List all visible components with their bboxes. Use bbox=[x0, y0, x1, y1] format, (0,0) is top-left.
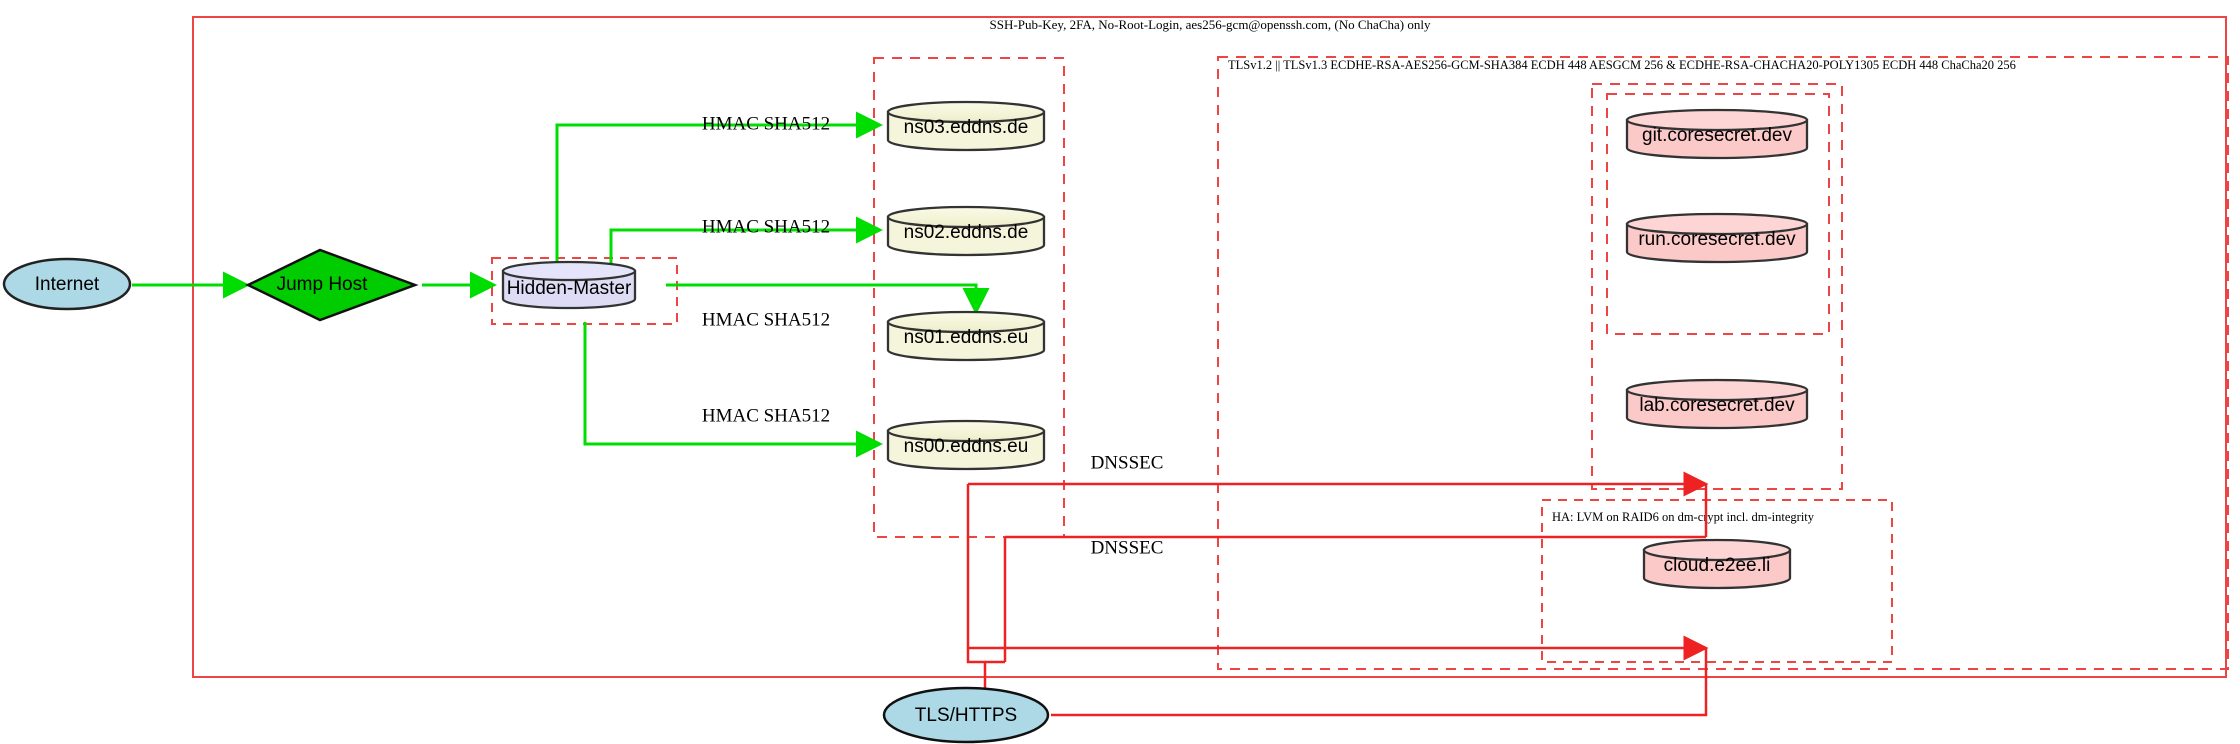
node-hidden-master-label: Hidden-Master bbox=[507, 278, 632, 299]
node-ns01[interactable]: ns01.eddns.eu bbox=[886, 310, 1046, 362]
edge-hiddenmaster-ns01 bbox=[666, 283, 990, 315]
node-lab-coresecret-label: lab.coresecret.dev bbox=[1639, 395, 1795, 416]
node-ns03-label: ns03.eddns.de bbox=[904, 117, 1029, 138]
edge-label-dnssec-upper: DNSSEC bbox=[1091, 452, 1164, 473]
ssh-zone-boundary bbox=[192, 16, 2227, 678]
edge-tlshttps-right bbox=[1051, 648, 1708, 717]
ssh-zone-label: SSH-Pub-Key, 2FA, No-Root-Login, aes256-… bbox=[990, 17, 1431, 32]
node-ns02[interactable]: ns02.eddns.de bbox=[886, 205, 1046, 257]
edge-label-dnssec-lower: DNSSEC bbox=[1091, 537, 1164, 558]
node-run-coresecret[interactable]: run.coresecret.dev bbox=[1625, 212, 1809, 264]
edge-label-hmac-ns01: HMAC SHA512 bbox=[702, 309, 830, 330]
node-git-coresecret[interactable]: git.coresecret.dev bbox=[1625, 108, 1809, 160]
node-cloud-e2ee[interactable]: cloud.e2ee.li bbox=[1642, 538, 1792, 590]
ha-zone-label: HA: LVM on RAID6 on dm-crypt incl. dm-in… bbox=[1552, 510, 1815, 524]
node-hidden-master[interactable]: Hidden-Master bbox=[501, 260, 637, 310]
edge-hiddenmaster-ns03 bbox=[555, 111, 883, 268]
edge-dnssec-upper bbox=[966, 484, 1005, 664]
node-ns02-label: ns02.eddns.de bbox=[904, 222, 1029, 243]
node-internet-label: Internet bbox=[35, 274, 100, 295]
node-ns00[interactable]: ns00.eddns.eu bbox=[886, 419, 1046, 471]
coresecret-group-boundary bbox=[1591, 83, 1843, 490]
node-cloud-e2ee-label: cloud.e2ee.li bbox=[1664, 555, 1771, 576]
edge-hiddenmaster-ns02 bbox=[609, 216, 883, 268]
node-tls-https[interactable]: TLS/HTTPS bbox=[882, 686, 1050, 744]
node-internet[interactable]: Internet bbox=[2, 257, 132, 311]
node-jump-host-label: Jump Host bbox=[277, 274, 369, 295]
node-jump-host[interactable]: Jump Host bbox=[245, 248, 419, 322]
node-lab-coresecret[interactable]: lab.coresecret.dev bbox=[1625, 378, 1809, 430]
edge-label-hmac-ns02: HMAC SHA512 bbox=[702, 216, 830, 237]
tls-zone-label: TLSv1.2 || TLSv1.3 ECDHE-RSA-AES256-GCM-… bbox=[1228, 58, 2016, 72]
node-ns00-label: ns00.eddns.eu bbox=[904, 436, 1029, 457]
edge-label-hmac-ns03: HMAC SHA512 bbox=[702, 113, 830, 134]
node-tls-https-label: TLS/HTTPS bbox=[915, 705, 1017, 726]
coresecret-inner-group-boundary bbox=[1606, 93, 1830, 335]
tls-zone-boundary bbox=[1217, 56, 2229, 670]
edge-label-hmac-ns00: HMAC SHA512 bbox=[702, 405, 830, 426]
node-run-coresecret-label: run.coresecret.dev bbox=[1638, 229, 1796, 250]
edge-hiddenmaster-ns00 bbox=[583, 322, 883, 458]
node-ns01-label: ns01.eddns.eu bbox=[904, 327, 1029, 348]
node-ns03[interactable]: ns03.eddns.de bbox=[886, 100, 1046, 152]
node-git-coresecret-label: git.coresecret.dev bbox=[1642, 125, 1792, 146]
